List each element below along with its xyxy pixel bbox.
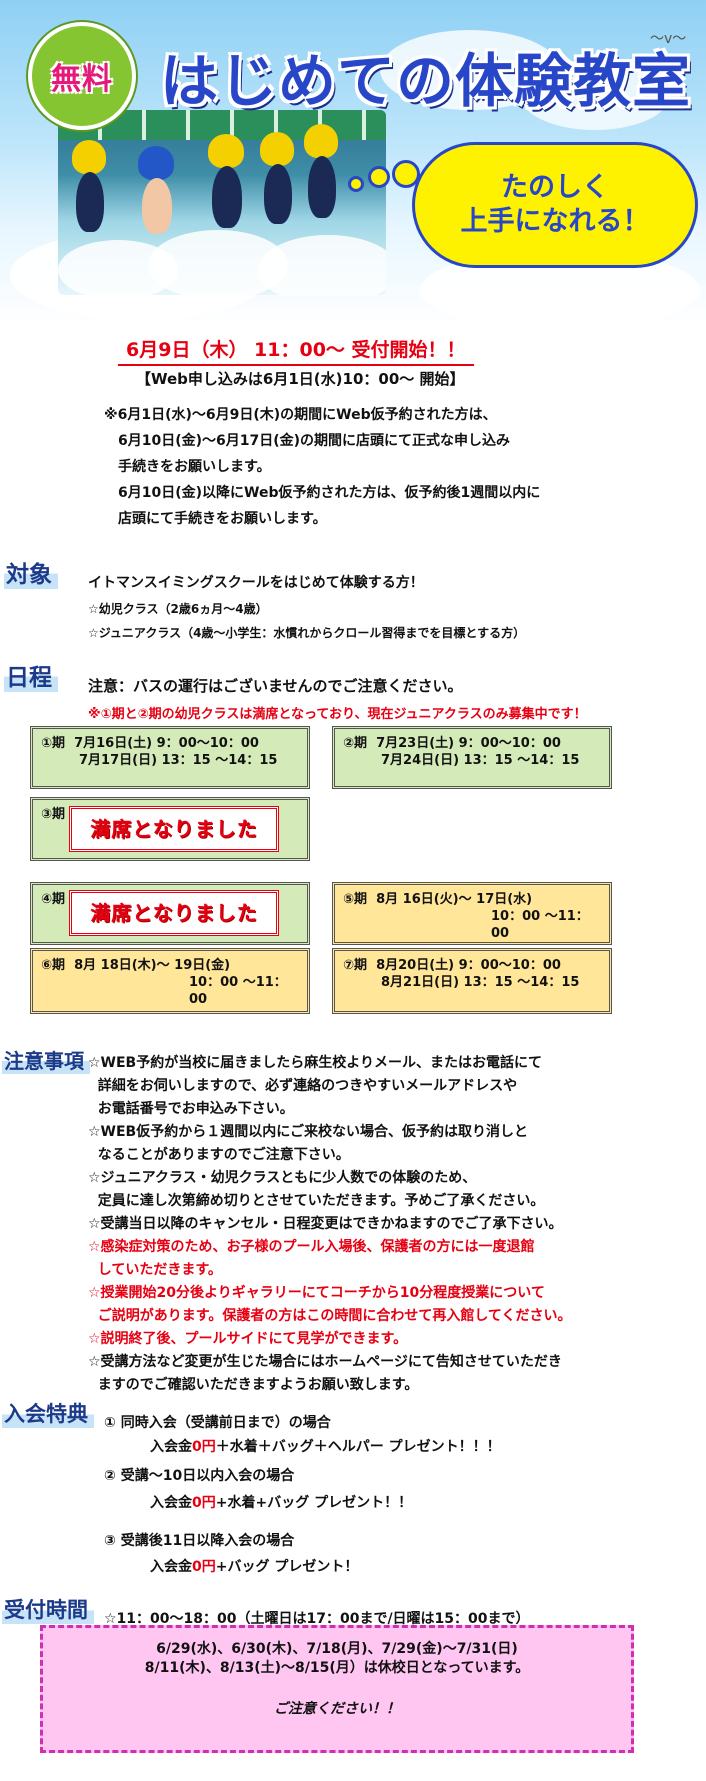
note-item-red: ご説明があります。保護者の方はこの時間に合わせて再入館してください。 xyxy=(88,1308,572,1324)
benefit-detail: 入会金0円+バッグ プレゼント！ xyxy=(150,1556,358,1576)
reception-start: 6月9日（木） 11：00～ 受付開始！！ xyxy=(118,335,474,366)
note-line: 店頭にて手続きをお願いします。 xyxy=(118,511,327,527)
note-item: ☆WEB予約が当校に届きましたら麻生校よりメール、またはお電話にて xyxy=(88,1055,542,1071)
benefit-prefix: 入会金 xyxy=(150,1439,192,1455)
period-label: ⑦期 xyxy=(343,958,368,973)
note-item-red: ☆授業開始20分後よりギャラリーにてコーチから10分程度授業について xyxy=(88,1285,545,1301)
period-date: 7月16日(土) 9：00～10：00 xyxy=(74,736,259,751)
note-item: 詳細をお伺いしますので、必ず連絡のつきやすいメールアドレスや xyxy=(88,1078,518,1094)
period-3-card: ③期 満席となりました xyxy=(30,797,310,861)
web-start: 【Web申し込みは6月1日(水)10：00～ 開始】 xyxy=(136,370,465,388)
note-line: ※6月1日(水)～6月9日(木)の期間にWeb仮予約された方は、 xyxy=(104,407,497,423)
notes-list: ☆WEB予約が当校に届きましたら麻生校よりメール、またはお電話にて 詳細をお伺い… xyxy=(88,1052,572,1397)
section-heading-dates: 日程 xyxy=(4,658,58,692)
period-date: 8月20日(土) 9：00～10：00 xyxy=(376,958,561,973)
period-4-card: ④期 満席となりました xyxy=(30,882,310,945)
period-label: ④期 xyxy=(41,892,66,907)
full-warning: ※①期と②期の幼児クラスは満席となっており、現在ジュニアクラスのみ募集中です！ xyxy=(88,707,587,722)
hours-text: ☆11：00～18：00（土曜日は17：00まで/日曜は15：00まで） xyxy=(104,1611,530,1627)
note-item: お電話番号でお申込み下さい。 xyxy=(88,1101,294,1117)
note-item-red: していただきます。 xyxy=(88,1262,222,1278)
section-heading-notes: 注意事項 xyxy=(2,1045,90,1074)
note-item: ☆WEB仮予約から１週間以内にご来校ない場合、仮予約は取り消しと xyxy=(88,1124,528,1140)
period-label: ③期 xyxy=(41,807,66,822)
note-item: なることがありますのでご注意下さい。 xyxy=(88,1147,350,1163)
benefit-prefix: 入会金 xyxy=(150,1559,192,1575)
bubble-dot xyxy=(368,166,390,188)
period-6-card: ⑥期 8月 18日(木)～ 19日(金) 10：00 ～11：00 xyxy=(30,948,310,1014)
note-item: 定員に達し次第締め切りとさせていただきます。予めご了承ください。 xyxy=(88,1193,545,1209)
kids-swimming-photo xyxy=(58,110,386,295)
page-title: はじめての体験教室 xyxy=(160,47,692,115)
note-item: ☆受講当日以降のキャンセル・日程変更はできかねますのでご了承下さい。 xyxy=(88,1216,563,1232)
period-1-card: ①期 7月16日(土) 9：00～10：00 7月17日(日) 13：15 ～1… xyxy=(30,726,310,789)
seagull-icon: v xyxy=(675,72,684,88)
period-2-card: ②期 7月23日(土) 9：00～10：00 7月24日(日) 13：15 ～1… xyxy=(332,726,612,789)
benefit-suffix: +バッグ プレゼント！ xyxy=(215,1559,359,1575)
bubble-line-2: 上手になれる！ xyxy=(460,206,650,237)
period-label: ⑤期 xyxy=(343,892,368,907)
benefit-zero-yen: 0円 xyxy=(192,1559,216,1575)
period-date: 8月 18日(木)～ 19日(金) xyxy=(74,958,231,973)
section-heading-hours: 受付時間 xyxy=(2,1594,94,1624)
full-label: 満席となりました xyxy=(90,900,258,925)
note-item: ☆ジュニアクラス・幼児クラスともに少人数での体験のため、 xyxy=(88,1170,477,1186)
bubble-dot xyxy=(392,160,420,188)
benefit-suffix: ＋水着＋バッグ＋ヘルパー プレゼント！！！ xyxy=(215,1439,501,1455)
note-item-red: ☆感染症対策のため、お子様のプール入場後、保護者の方には一度退館 xyxy=(88,1239,535,1255)
full-label: 満席となりました xyxy=(90,816,258,841)
period-5-card: ⑤期 8月 16日(火)～ 17日(水) 10：00 ～11：00 xyxy=(332,882,612,945)
bus-note: 注意：バスの運行はございませんのでご注意ください。 xyxy=(88,677,463,695)
bubble-dot xyxy=(348,176,364,192)
benefit-title: ② 受講～10日以内入会の場合 xyxy=(104,1468,295,1484)
note-line: 手続きをお願いします。 xyxy=(118,459,271,475)
target-lead: イトマンスイミングスクールをはじめて体験する方！ xyxy=(88,575,424,591)
period-time: 10：00 ～11：00 xyxy=(189,975,287,1007)
period-date: 7月23日(土) 9：00～10：00 xyxy=(376,736,561,751)
note-item: ☆受講方法など変更が生じた場合にはホームページにて告知させていただき xyxy=(88,1354,562,1370)
benefit-zero-yen: 0円 xyxy=(192,1439,216,1455)
closed-caution: ご注意ください！！ xyxy=(274,1701,400,1717)
free-badge-label: 無料 xyxy=(51,62,113,97)
free-badge: 無料 xyxy=(28,22,136,130)
benefit-zero-yen: 0円 xyxy=(192,1495,216,1511)
section-heading-target: 対象 xyxy=(4,555,58,589)
benefit-title: ① 同時入会（受講前日まで）の場合 xyxy=(104,1415,331,1431)
full-stamp: 満席となりました xyxy=(69,806,279,852)
full-stamp: 満席となりました xyxy=(69,890,279,936)
note-item: ますのでご確認いただきますようお願い致します。 xyxy=(88,1377,419,1393)
period-label: ②期 xyxy=(343,736,368,751)
benefit-prefix: 入会金 xyxy=(150,1495,192,1511)
period-7-card: ⑦期 8月20日(土) 9：00～10：00 8月21日(日) 13：15 ～1… xyxy=(332,948,612,1014)
hero-banner: 〜v〜 v v 無料 はじめての体験教室 たのしく 上手になれる！ xyxy=(0,0,706,326)
note-item-red: ☆説明終了後、プールサイドにて見学ができます。 xyxy=(88,1331,408,1347)
target-item: ☆幼児クラス（2歳6ヵ月～4歳） xyxy=(88,602,268,616)
note-line: 6月10日(金)以降にWeb仮予約された方は、仮予約後1週間以内に xyxy=(118,485,541,501)
period-label: ⑥期 xyxy=(41,958,66,973)
benefit-detail: 入会金0円＋水着＋バッグ＋ヘルパー プレゼント！！！ xyxy=(150,1436,501,1456)
period-date: 8月 16日(火)～ 17日(水) xyxy=(376,892,533,907)
benefit-detail: 入会金0円+水着+バッグ プレゼント！！ xyxy=(150,1492,412,1512)
period-date: 7月17日(日) 13：15 ～14：15 xyxy=(79,753,278,768)
period-time: 10：00 ～11：00 xyxy=(491,909,589,941)
bubble-line-1: たのしく xyxy=(501,172,609,204)
seagull-icon: v xyxy=(610,60,619,76)
closed-line: 8/11(木)、8/13(土)～8/15(月）は休校日となっています。 xyxy=(144,1660,530,1676)
seagull-icon: 〜v〜 xyxy=(650,31,687,47)
note-line: 6月10日(金)～6月17日(金)の期間に店頭にて正式な申し込み xyxy=(118,433,511,449)
closed-days-notice: 6/29(水)、6/30(木)、7/18(月)、7/29(金)～7/31(日) … xyxy=(40,1625,634,1753)
section-heading-benefits: 入会特典 xyxy=(2,1398,94,1428)
period-date: 8月21日(日) 13：15 ～14：15 xyxy=(381,975,580,990)
closed-line: 6/29(水)、6/30(木)、7/18(月)、7/29(金)～7/31(日) xyxy=(156,1641,518,1657)
target-item: ☆ジュニアクラス（4歳～小学生：水慣れからクロール習得までを目標とする方） xyxy=(88,626,526,640)
benefit-suffix: +水着+バッグ プレゼント！！ xyxy=(215,1495,413,1511)
period-date: 7月24日(日) 13：15 ～14：15 xyxy=(381,753,580,768)
benefit-title: ③ 受講後11日以降入会の場合 xyxy=(104,1533,295,1549)
period-label: ①期 xyxy=(41,736,66,751)
thought-bubble: たのしく 上手になれる！ xyxy=(415,145,695,265)
